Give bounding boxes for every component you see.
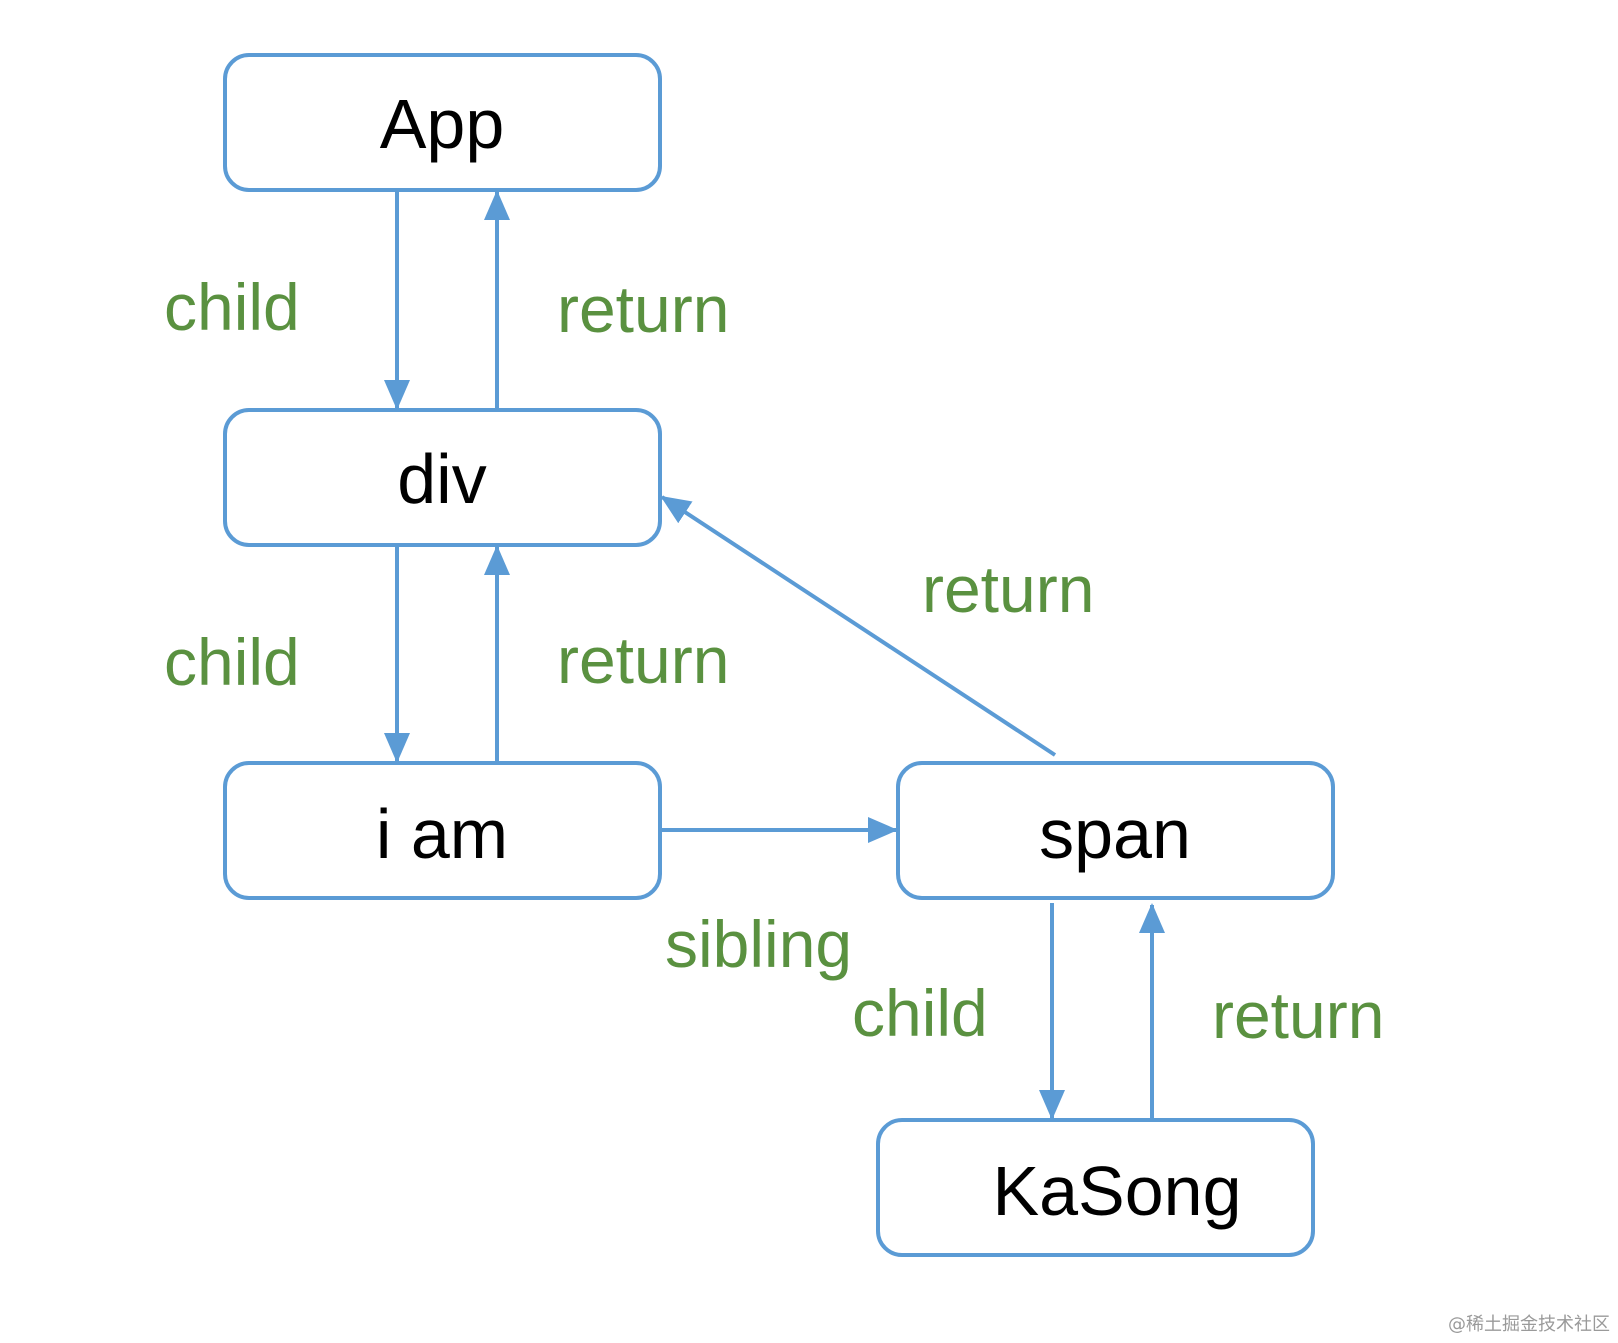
edge-span-div-return-line bbox=[660, 495, 1057, 757]
node-app-box bbox=[223, 53, 662, 192]
edge-app-div-child-label: child bbox=[164, 270, 300, 344]
node-span-box bbox=[896, 761, 1335, 900]
node-iam-label: i am bbox=[376, 795, 508, 873]
node-app-label: App bbox=[380, 85, 505, 163]
edge-iam-span-sibling: sibling bbox=[660, 817, 898, 981]
edge-div-iam-child-label: child bbox=[164, 625, 300, 699]
node-iam: i am bbox=[223, 761, 662, 900]
node-app: App bbox=[223, 53, 662, 192]
edge-iam-div-return-label: return bbox=[557, 623, 729, 697]
edge-kasong-span-return: return bbox=[1139, 903, 1384, 1120]
edge-span-kasong-child-label: child bbox=[852, 976, 988, 1050]
node-kasong: KaSong bbox=[876, 1118, 1315, 1257]
node-kasong-box bbox=[876, 1118, 1315, 1257]
node-span: span bbox=[896, 761, 1335, 900]
node-kasong-label: KaSong bbox=[992, 1152, 1241, 1230]
edge-div-app-return-label: return bbox=[557, 272, 729, 346]
edge-span-div-return: return bbox=[660, 495, 1094, 757]
node-div-box bbox=[223, 408, 662, 547]
edge-iam-div-return: return bbox=[484, 545, 729, 763]
edge-span-kasong-child: child bbox=[852, 903, 1065, 1120]
edge-span-div-return-label: return bbox=[922, 552, 1094, 626]
edge-div-app-return: return bbox=[484, 190, 729, 410]
edge-app-div-child: child bbox=[164, 190, 410, 410]
node-div-label: div bbox=[397, 440, 486, 518]
edge-kasong-span-return-label: return bbox=[1212, 978, 1384, 1052]
edge-div-iam-child: child bbox=[164, 545, 410, 763]
watermark-text: @稀土掘金技术社区 bbox=[1448, 1314, 1610, 1335]
edge-iam-span-sibling-label: sibling bbox=[665, 907, 852, 981]
node-div: div bbox=[223, 408, 662, 547]
node-span-label: span bbox=[1039, 795, 1191, 873]
